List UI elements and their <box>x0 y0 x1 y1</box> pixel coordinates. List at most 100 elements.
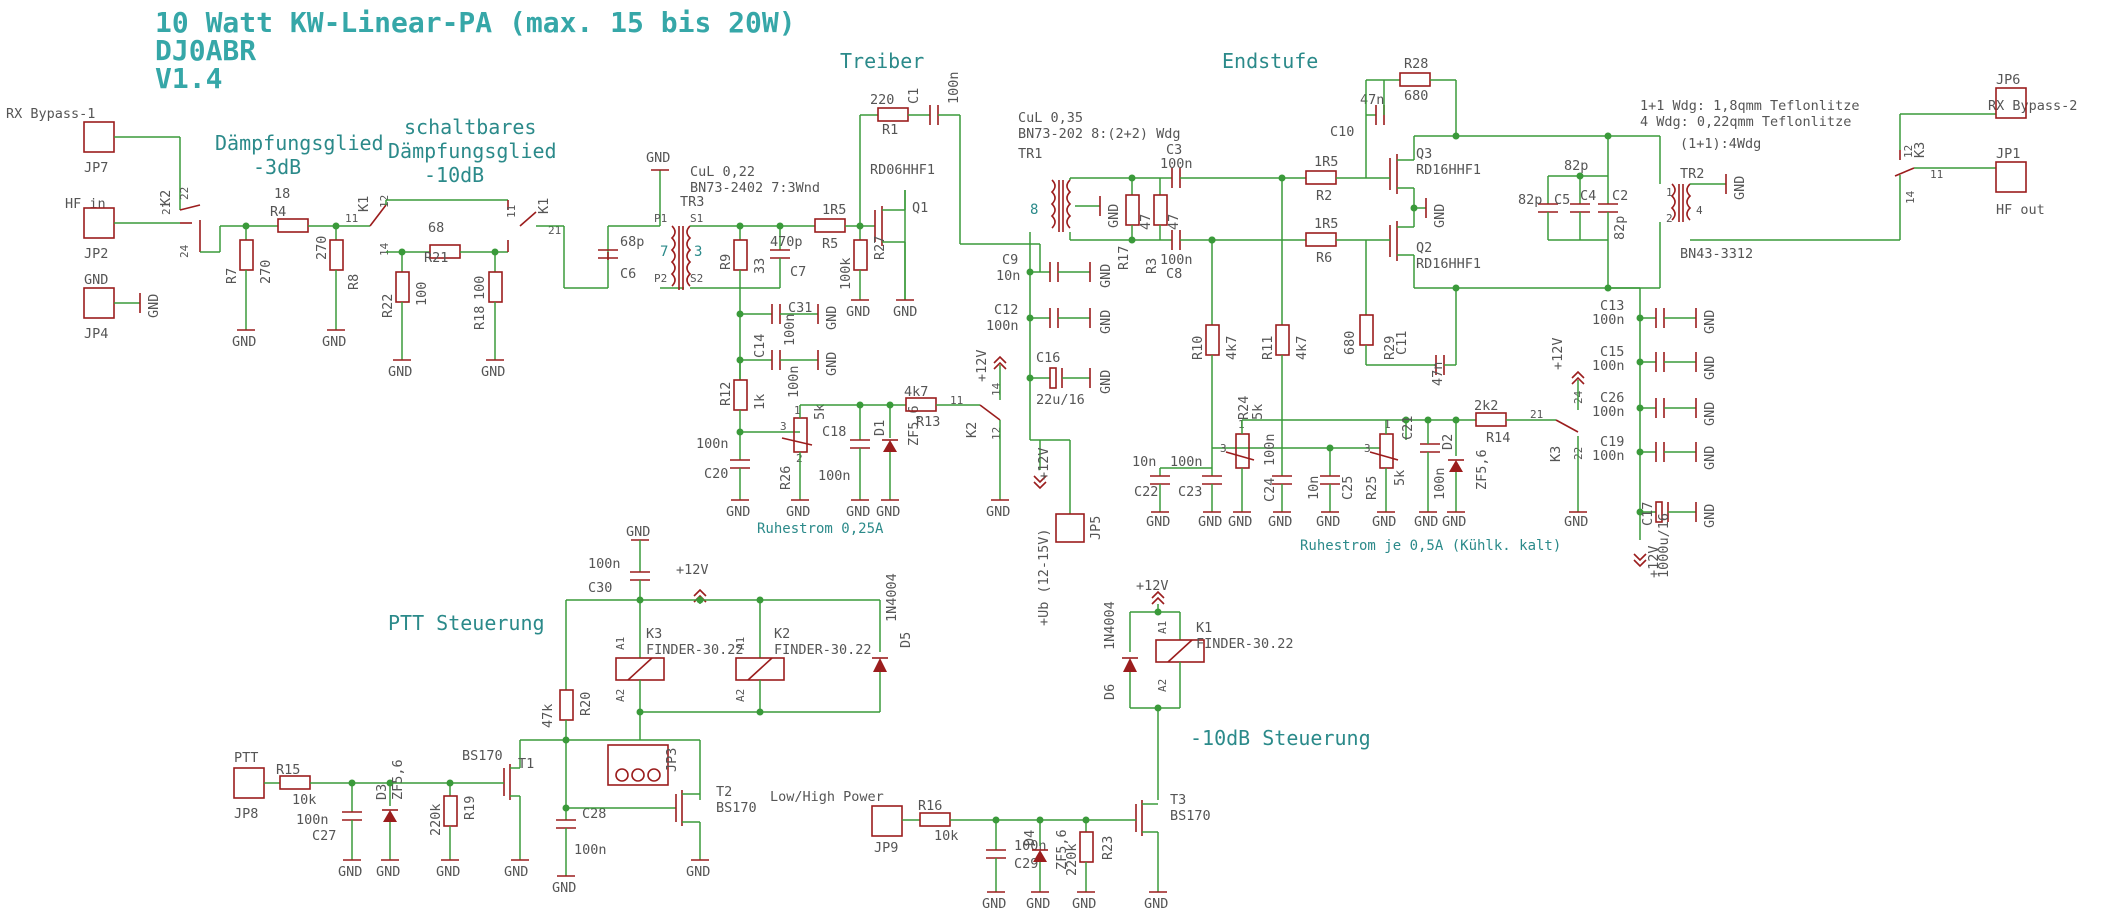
r1-resistor <box>877 107 909 122</box>
svg-text:C21: C21 <box>1400 416 1416 440</box>
jp5-connector[interactable] <box>1055 513 1085 543</box>
ub-label: +Ub (12-15V) <box>1036 528 1052 626</box>
jp2-connector[interactable] <box>83 207 115 239</box>
svg-text:1R5: 1R5 <box>1314 154 1338 170</box>
svg-text:GND: GND <box>1414 514 1438 530</box>
note-ruhestrom2: Ruhestrom je 0,5A (Kühlk. kalt) <box>1300 538 1561 554</box>
jp3-pin1 <box>647 768 661 782</box>
note-tr1b: BN73-202 8:(2+2) Wdg <box>1018 126 1181 142</box>
svg-text:GND: GND <box>1732 176 1748 200</box>
svg-text:FINDER-30.22: FINDER-30.22 <box>774 642 872 658</box>
svg-text:BS170: BS170 <box>716 800 757 816</box>
r20-resistor <box>559 689 574 721</box>
svg-text:R4: R4 <box>270 204 286 220</box>
svg-text:7: 7 <box>660 244 668 260</box>
svg-text:GND: GND <box>893 304 917 320</box>
svg-text:+12V: +12V <box>974 349 990 382</box>
svg-text:68: 68 <box>428 220 444 236</box>
svg-text:K3: K3 <box>1912 142 1928 158</box>
svg-text:22u/16: 22u/16 <box>1036 392 1085 408</box>
jp9-connector[interactable] <box>871 805 903 837</box>
svg-text:470p: 470p <box>770 234 803 250</box>
r25-trimmer[interactable] <box>1379 433 1394 469</box>
svg-text:100n: 100n <box>296 812 329 828</box>
svg-text:R9: R9 <box>718 254 734 270</box>
svg-text:220: 220 <box>870 92 894 108</box>
svg-text:3: 3 <box>1220 442 1227 455</box>
svg-text:C10: C10 <box>1330 124 1354 140</box>
note-tr3a: CuL 0,22 <box>690 164 755 180</box>
svg-text:S2: S2 <box>690 272 703 285</box>
r5-resistor <box>814 218 846 233</box>
svg-text:R3: R3 <box>1144 258 1160 274</box>
k1-right-label: K1 <box>536 198 552 214</box>
svg-text:ZF5,6: ZF5,6 <box>1474 449 1490 490</box>
section-daempfung-10db-b: Dämpfungsglied <box>388 139 557 163</box>
svg-text:A2: A2 <box>1156 679 1169 692</box>
svg-text:R12: R12 <box>718 382 734 406</box>
svg-text:C27: C27 <box>312 828 336 844</box>
svg-text:C14: C14 <box>752 334 768 358</box>
d2-zener <box>1449 460 1463 472</box>
svg-text:TR2: TR2 <box>1680 166 1704 182</box>
jp8-connector[interactable] <box>233 767 265 799</box>
svg-text:10k: 10k <box>292 792 316 808</box>
svg-text:C19: C19 <box>1600 434 1624 450</box>
r26-trimmer[interactable] <box>793 417 808 453</box>
svg-text:GND: GND <box>846 304 870 320</box>
svg-text:12: 12 <box>990 427 1003 440</box>
svg-text:GND: GND <box>388 364 412 380</box>
jp4-connector[interactable] <box>83 287 115 319</box>
svg-text:D3: D3 <box>374 784 390 800</box>
svg-text:47n: 47n <box>1430 362 1446 386</box>
svg-text:C5: C5 <box>1554 192 1570 208</box>
svg-text:C11: C11 <box>1394 331 1410 355</box>
svg-text:GND: GND <box>1442 514 1466 530</box>
svg-text:5k: 5k <box>1250 404 1266 420</box>
d4-zener <box>1033 850 1047 862</box>
svg-text:100n: 100n <box>1170 454 1203 470</box>
svg-text:R22: R22 <box>380 294 396 318</box>
svg-text:3: 3 <box>694 244 702 260</box>
svg-text:GND: GND <box>686 864 710 880</box>
svg-text:TR3: TR3 <box>680 194 704 210</box>
title-line3: V1.4 <box>155 62 222 95</box>
jp6-connector[interactable] <box>1995 87 2027 119</box>
r10-resistor <box>1205 324 1220 356</box>
jp7-label: RX Bypass-1 <box>6 106 95 122</box>
svg-text:P1: P1 <box>654 212 667 225</box>
svg-text:Q2: Q2 <box>1416 240 1432 256</box>
svg-text:100n: 100n <box>782 313 798 346</box>
svg-text:R13: R13 <box>916 414 940 430</box>
svg-text:GND: GND <box>436 864 460 880</box>
jp1-connector[interactable] <box>1995 161 2027 193</box>
svg-text:1: 1 <box>794 404 801 417</box>
svg-text:JP1: JP1 <box>1996 146 2020 162</box>
svg-text:18: 18 <box>274 186 290 202</box>
tr1-secondary <box>1066 179 1072 229</box>
d5-diode <box>873 658 887 672</box>
svg-text:GND: GND <box>1702 504 1718 528</box>
svg-text:47n: 47n <box>1360 92 1384 108</box>
svg-text:100n: 100n <box>1592 358 1625 374</box>
svg-text:JP8: JP8 <box>234 806 258 822</box>
svg-text:4: 4 <box>1696 204 1703 217</box>
svg-text:R6: R6 <box>1316 250 1332 266</box>
jp7-connector[interactable] <box>83 121 115 153</box>
svg-text:100n: 100n <box>818 468 851 484</box>
svg-text:GND: GND <box>846 504 870 520</box>
jp3-jumper[interactable] <box>607 744 669 786</box>
svg-text:1: 1 <box>1666 186 1673 199</box>
jp7-name: JP7 <box>84 160 108 176</box>
svg-text:C16: C16 <box>1036 350 1060 366</box>
svg-text:GND: GND <box>1098 310 1114 334</box>
r14-resistor <box>1475 412 1507 427</box>
section-daempfung-3db-value: -3dB <box>253 155 301 179</box>
svg-text:270: 270 <box>314 236 330 260</box>
svg-text:3: 3 <box>1364 442 1371 455</box>
svg-text:R24: R24 <box>1236 396 1252 420</box>
r24-trimmer[interactable] <box>1235 433 1250 469</box>
svg-text:R21: R21 <box>424 250 448 266</box>
svg-text:680: 680 <box>1342 331 1358 355</box>
svg-text:1N4004: 1N4004 <box>884 573 900 622</box>
